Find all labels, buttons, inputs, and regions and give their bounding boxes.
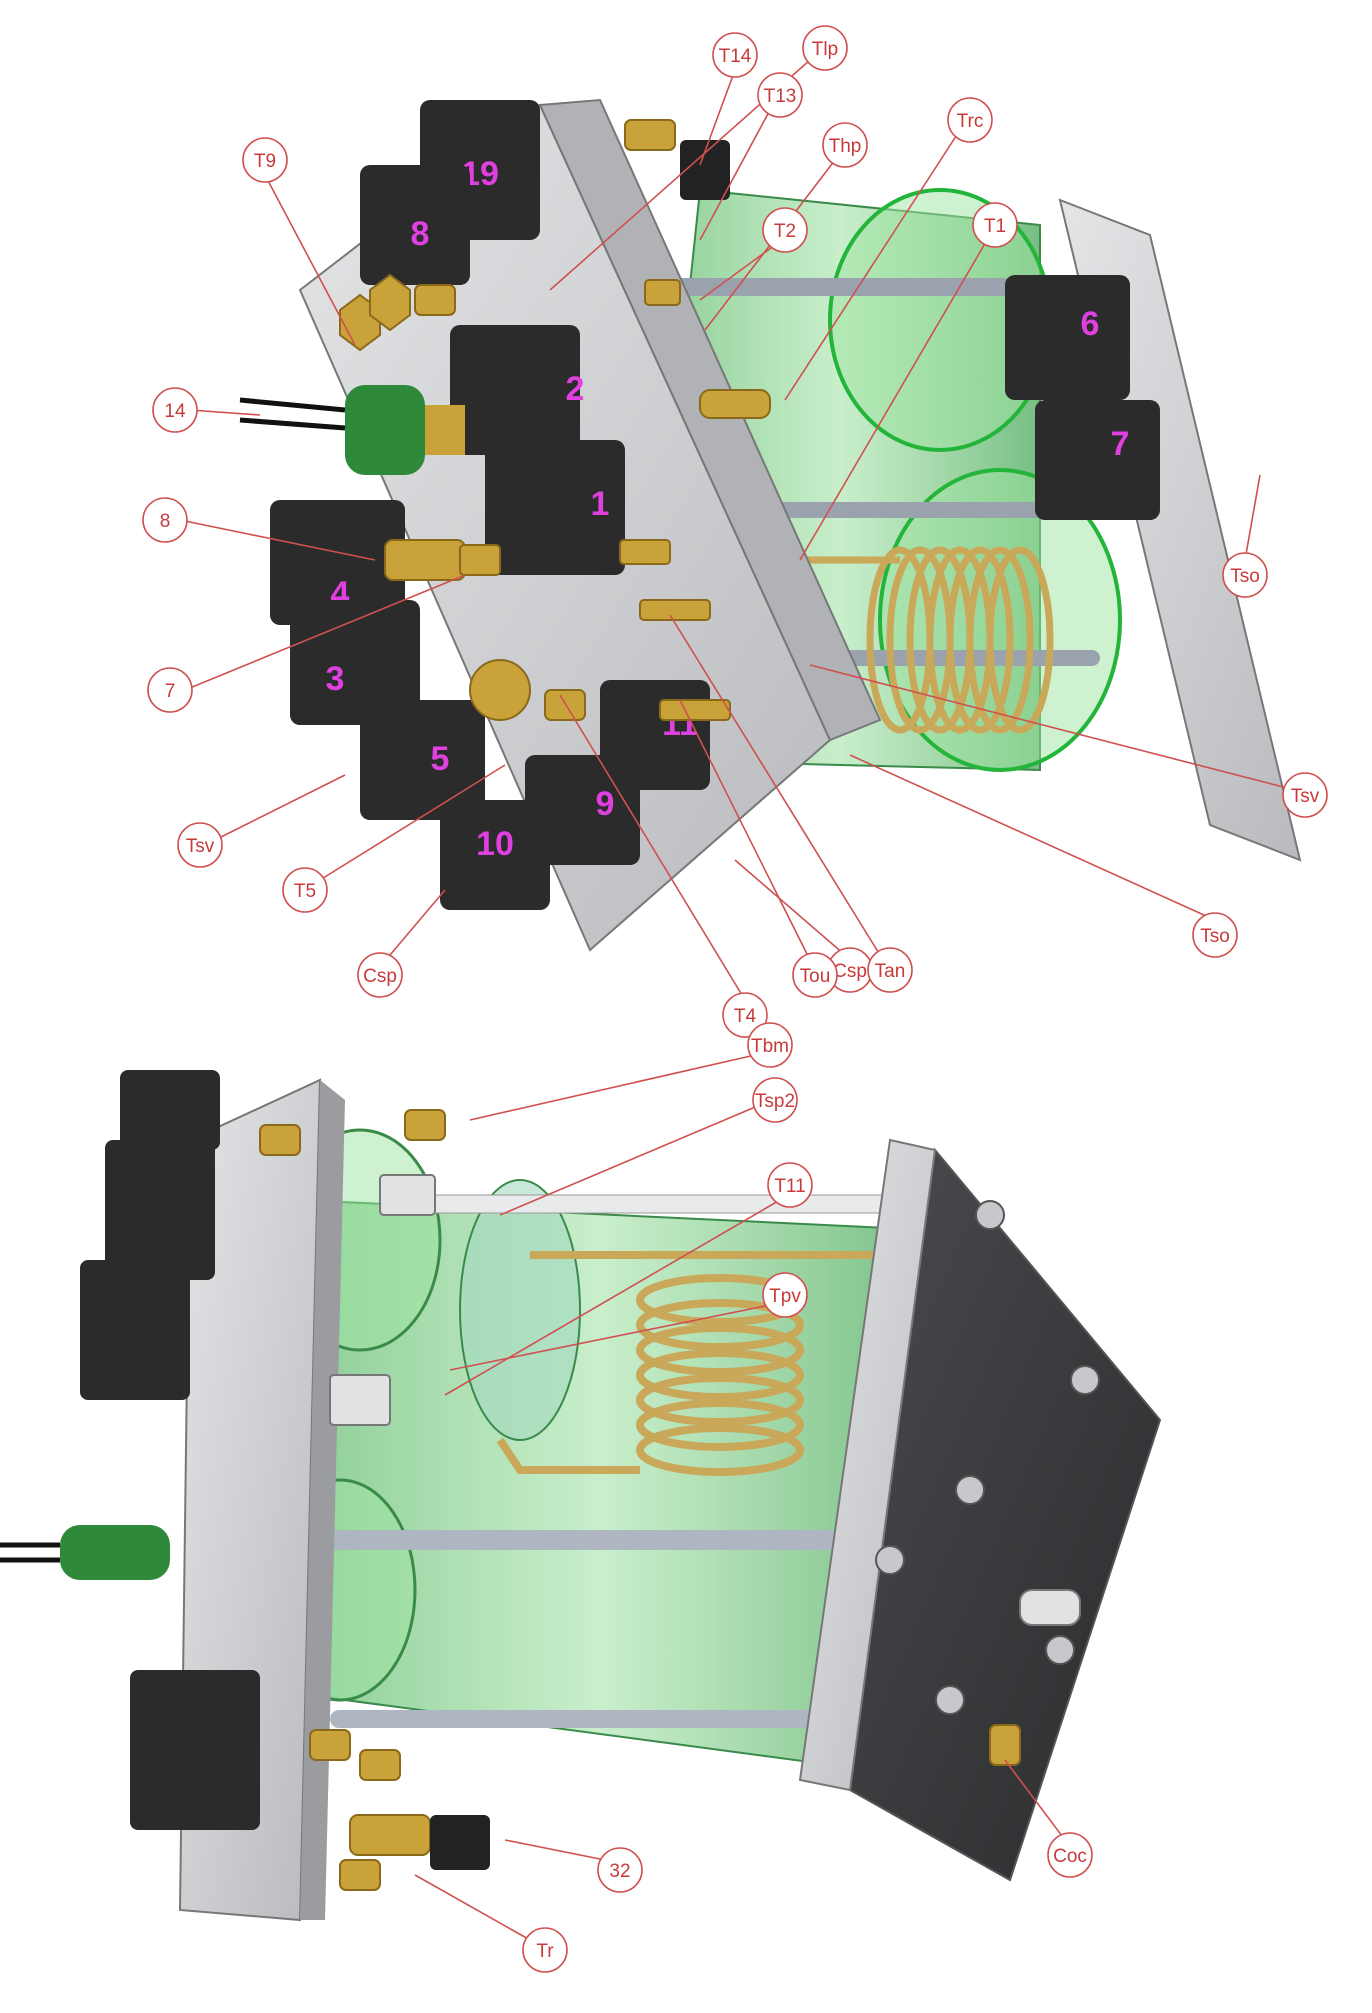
bottom-heat-coil [496, 1251, 880, 1476]
callout-Tan: Tan [867, 947, 913, 993]
callout-T11: T11 [767, 1162, 813, 1208]
coil-6: 6 [1005, 275, 1130, 400]
pressure-switch-14 [239, 385, 465, 475]
callout-Tr: Tr [522, 1927, 568, 1973]
callout-8: 8 [142, 497, 188, 543]
svg-text:32: 32 [609, 1861, 630, 1882]
svg-text:Tsv: Tsv [1291, 786, 1320, 807]
callout-Trc: Trc [947, 97, 993, 143]
callout-Thp: Thp [822, 122, 868, 168]
svg-text:7: 7 [1111, 425, 1130, 463]
coil-8: 8 [360, 165, 470, 285]
callout-14: 14 [152, 387, 198, 433]
svg-text:Tr: Tr [536, 1941, 554, 1962]
coil-1: 1 [485, 440, 625, 575]
bottom-assembly [0, 1070, 1162, 1922]
svg-text:T11: T11 [774, 1176, 805, 1197]
svg-text:Thp: Thp [829, 136, 862, 157]
svg-text:T1: T1 [984, 216, 1006, 237]
callout-Tsv-right: Tsv [1282, 772, 1328, 818]
svg-text:T9: T9 [254, 151, 276, 172]
svg-text:Trc: Trc [957, 111, 984, 132]
callout-Tpv: Tpv [762, 1272, 808, 1318]
callout-Csp-right: Csp [827, 947, 873, 993]
svg-text:2: 2 [566, 370, 585, 408]
callout-Csp-left: Csp [357, 952, 403, 998]
svg-text:Tsv: Tsv [186, 836, 215, 857]
svg-text:T2: T2 [774, 221, 796, 242]
callout-T1: T1 [972, 202, 1018, 248]
svg-text:Tpv: Tpv [769, 1286, 801, 1307]
svg-text:1: 1 [591, 485, 610, 523]
svg-text:8: 8 [411, 215, 430, 253]
svg-text:14: 14 [164, 401, 186, 422]
top-solenoid-coils: 19 8 2 1 4 3 5 [270, 100, 1160, 910]
callout-T9: T9 [242, 137, 288, 183]
svg-text:10: 10 [476, 825, 514, 863]
callout-T13: T13 [757, 72, 803, 118]
coil-10: 10 [440, 800, 550, 910]
callout-7: 7 [147, 667, 193, 713]
callout-Tbm: Tbm [747, 1022, 793, 1068]
bottom-fittings [259, 1109, 1021, 1891]
svg-text:8: 8 [160, 511, 171, 532]
svg-text:Tsp2: Tsp2 [755, 1091, 795, 1112]
bottom-steel-fittings [329, 1174, 1081, 1626]
svg-text:Tou: Tou [800, 966, 831, 987]
svg-text:Csp: Csp [363, 966, 397, 987]
svg-text:T13: T13 [764, 86, 797, 107]
svg-text:Tso: Tso [1230, 566, 1260, 587]
callout-Tso-bottom: Tso [1192, 912, 1238, 958]
bottom-black-cap [430, 1815, 490, 1870]
coil-5: 5 [360, 700, 485, 820]
coil-7: 7 [1035, 400, 1160, 520]
svg-text:Tso: Tso [1200, 926, 1230, 947]
callout-Tso-right: Tso [1222, 552, 1268, 598]
callout-T5: T5 [282, 867, 328, 913]
coil-3: 3 [290, 600, 420, 725]
svg-text:6: 6 [1081, 305, 1100, 343]
callout-T4: T4 [722, 992, 768, 1038]
callout-Tsv-left: Tsv [177, 822, 223, 868]
svg-text:5: 5 [431, 740, 450, 778]
callout-T2: T2 [762, 207, 808, 253]
callout-Tou: Tou [792, 952, 838, 998]
svg-text:Tan: Tan [875, 961, 906, 982]
top-black-cap [680, 140, 730, 200]
svg-text:3: 3 [326, 660, 345, 698]
top-callout-labels: T9 Tlp T14 T13 Thp Trc T2 T1 [142, 25, 1328, 1038]
coil-2: 2 [450, 325, 584, 455]
callout-Tlp: Tlp [802, 25, 848, 71]
svg-text:Tbm: Tbm [751, 1036, 789, 1057]
bottom-end-plate-nuts [875, 1200, 1100, 1715]
callout-32: 32 [597, 1847, 643, 1893]
top-brass-fittings [339, 119, 771, 721]
top-assembly: 19 8 2 1 4 3 5 [239, 98, 1302, 952]
svg-text:9: 9 [596, 785, 615, 823]
callout-Tsp2: Tsp2 [752, 1077, 798, 1123]
svg-text:Tlp: Tlp [812, 39, 838, 60]
bottom-callouts [414, 1054, 1066, 1941]
bottom-solenoid-coils [80, 1070, 260, 1830]
bottom-callout-labels: Tbm Tsp2 T11 Tpv Coc 32 Tr [522, 1022, 1093, 1973]
coil-9: 9 [525, 755, 640, 865]
callout-T14: T14 [712, 32, 758, 78]
callout-Coc: Coc [1047, 1832, 1093, 1878]
svg-text:7: 7 [165, 681, 176, 702]
svg-text:T4: T4 [734, 1006, 757, 1027]
svg-text:Coc: Coc [1053, 1846, 1087, 1867]
svg-text:T14: T14 [719, 46, 752, 67]
svg-text:Csp: Csp [833, 961, 867, 982]
bottom-pressure-switch [0, 1525, 170, 1580]
svg-text:T5: T5 [294, 881, 316, 902]
